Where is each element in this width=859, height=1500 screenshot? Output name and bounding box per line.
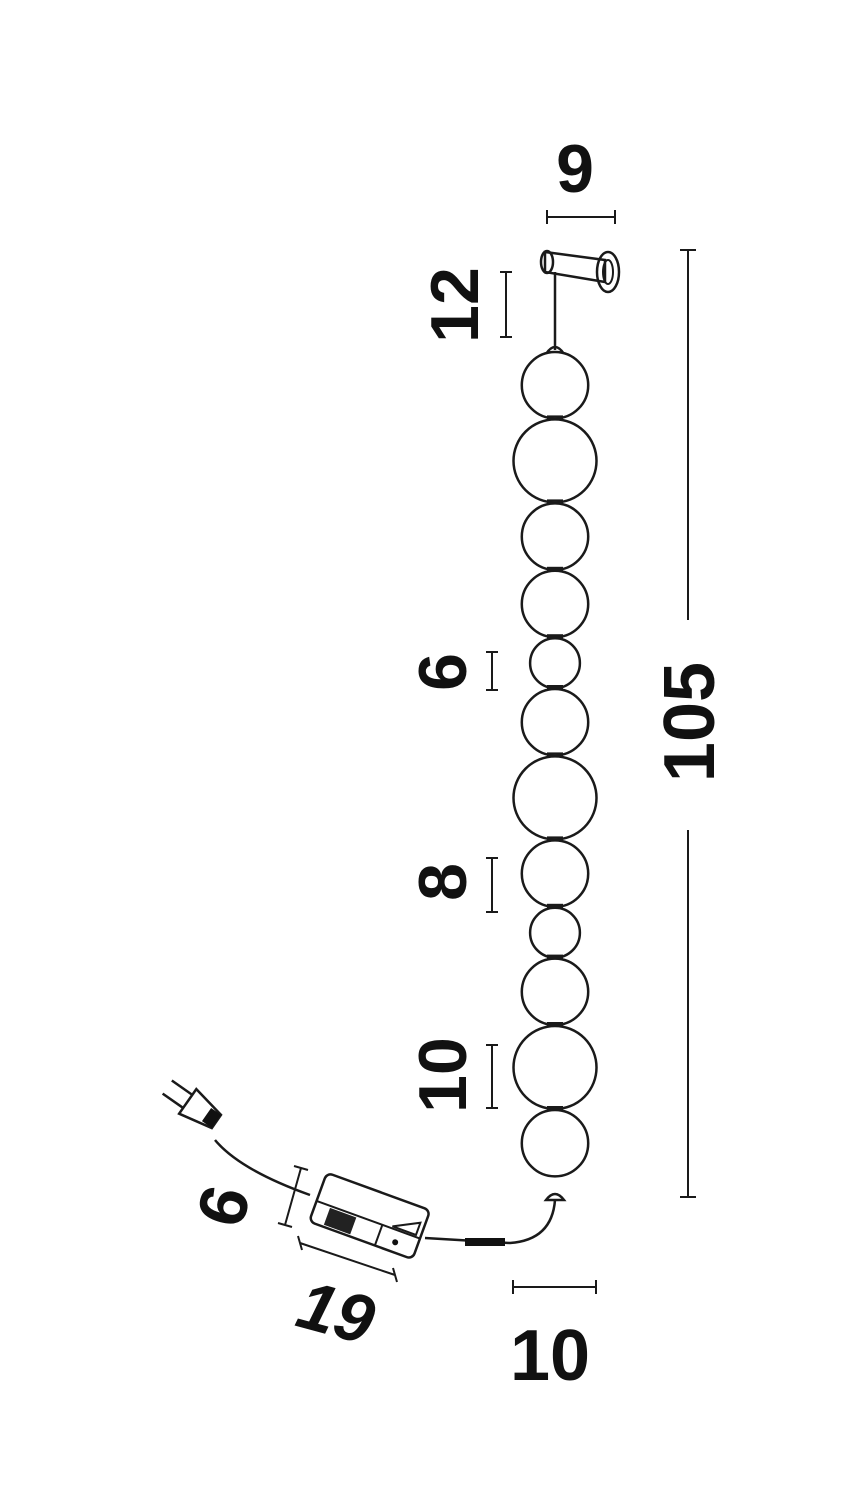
wall-bracket [539,249,621,294]
medium-sphere-label: 8 [405,863,481,901]
switch-height-label: 6 [182,1178,265,1234]
sphere [520,1108,590,1178]
bottom-cap [543,1192,567,1202]
base-width-label: 10 [510,1316,590,1396]
sphere [520,957,590,1027]
sphere [520,502,590,572]
power-cable [424,1199,557,1245]
switch-length-label: 19 [290,1266,383,1359]
sphere-chain [512,345,598,1178]
total-length-label: 105 [650,662,730,782]
sphere [520,350,590,420]
bracket-height-label: 12 [417,267,493,343]
small-sphere-label: 6 [405,653,481,691]
sphere [520,569,590,639]
sphere [528,906,582,959]
bracket-width-label: 9 [556,131,594,207]
sphere [520,687,590,757]
sphere [520,839,590,909]
sphere [512,755,598,841]
dimension-lines [277,210,696,1294]
inline-switch [309,1173,430,1259]
large-sphere-label: 10 [405,1037,481,1113]
cable-sleeve [465,1238,505,1246]
sphere [512,418,598,504]
sphere [512,1024,598,1111]
sphere [528,636,582,690]
plug-icon [161,1079,223,1130]
